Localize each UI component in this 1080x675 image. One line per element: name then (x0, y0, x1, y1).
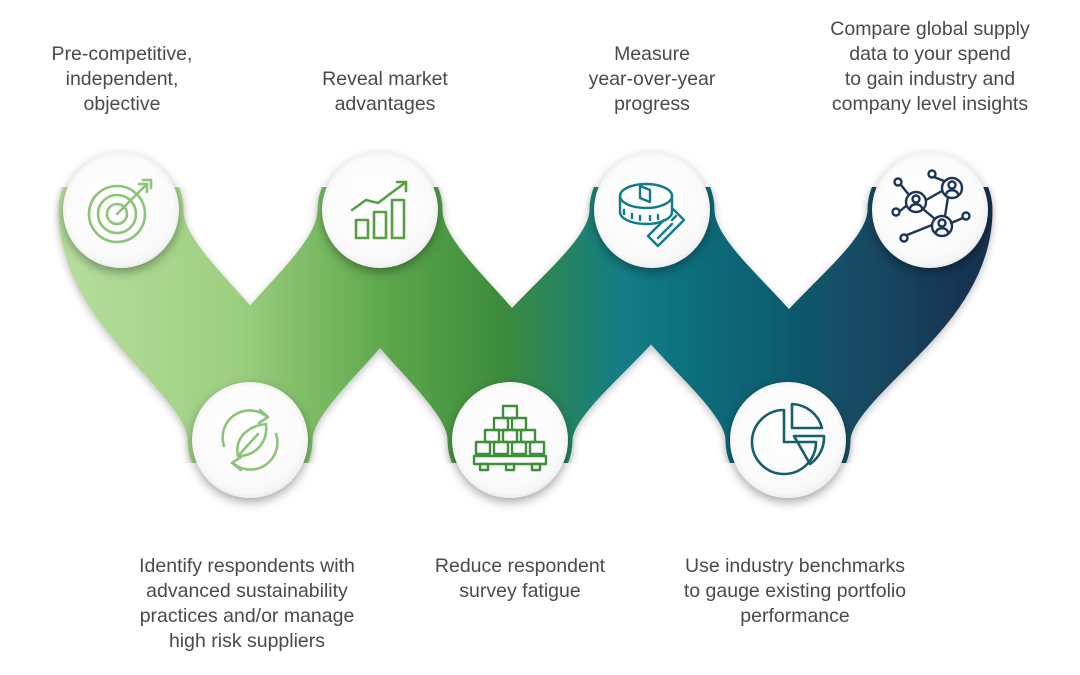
measuring-tape-icon (610, 168, 694, 252)
step-3-label: Reveal market advantages (322, 68, 448, 115)
pie-chart-icon (746, 398, 830, 482)
step-4-label: Reduce respondent survey fatigue (434, 555, 606, 602)
step-2-node (192, 382, 308, 498)
growth-chart-icon (338, 168, 422, 252)
step-7-label: Compare global supply data to your spend… (830, 18, 1030, 115)
step-6-node (730, 382, 846, 498)
step-2-label: Identify respondents with advanced susta… (139, 555, 355, 652)
step-6-label: Use industry benchmarks to gauge existin… (683, 555, 907, 627)
step-5-node (594, 152, 710, 268)
step-5-label: Measure year-over-year progress (588, 43, 716, 115)
step-3-node (322, 152, 438, 268)
target-icon (79, 168, 163, 252)
step-1-node (63, 152, 179, 268)
step-4-node (452, 382, 568, 498)
step-7-node (872, 152, 988, 268)
step-1-label: Pre-competitive, independent, objective (51, 43, 193, 115)
recycle-leaf-icon (208, 398, 292, 482)
network-people-icon (888, 168, 972, 252)
stacked-boxes-icon (468, 398, 552, 482)
